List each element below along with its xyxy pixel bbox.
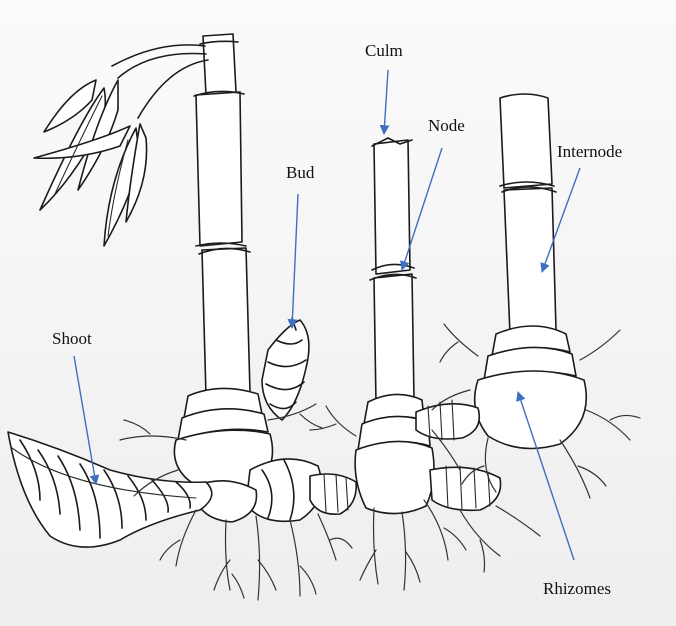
leaves	[34, 45, 208, 246]
label-node: Node	[428, 117, 465, 134]
arrow-bud	[292, 194, 298, 328]
label-shoot: Shoot	[52, 330, 92, 347]
label-bud: Bud	[286, 164, 314, 181]
label-culm: Culm	[365, 42, 403, 59]
arrow-culm	[384, 70, 388, 134]
left-culm	[174, 34, 272, 493]
label-internode: Internode	[557, 143, 622, 160]
bud-sprout	[262, 318, 309, 420]
middle-culm	[355, 138, 434, 514]
label-rhizomes: Rhizomes	[543, 580, 611, 597]
